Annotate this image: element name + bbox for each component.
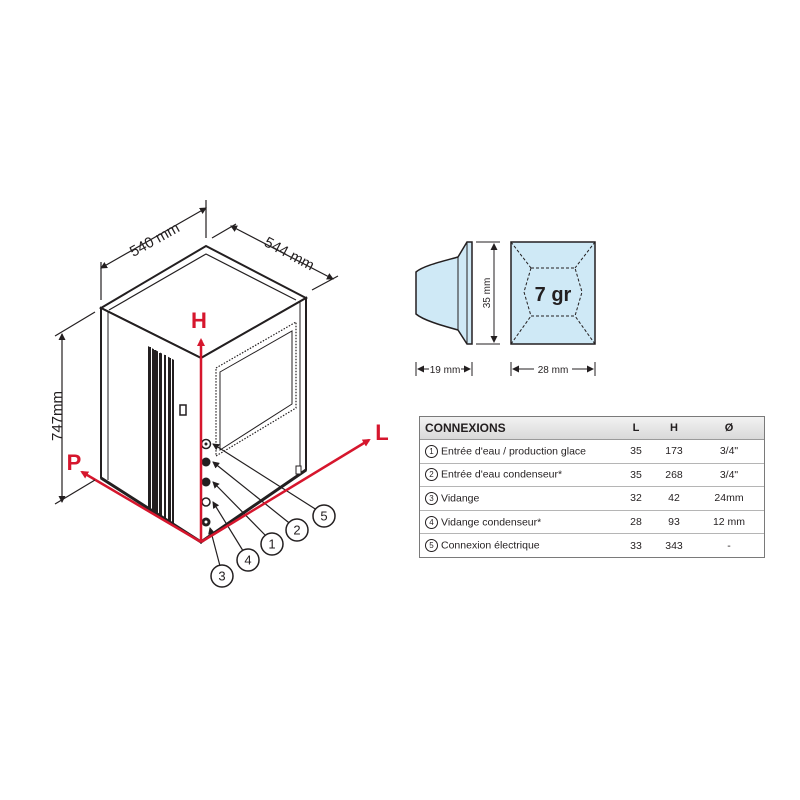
row-h: 42 [668,492,680,505]
dimension-depth [211,223,339,291]
axis-label-h: H [191,308,207,333]
axis-label-l: L [375,420,388,445]
row-l: 33 [630,539,642,552]
row-name: Vidange [441,492,480,505]
row-h: 173 [665,445,683,458]
row-diameter: 24mm [714,492,744,505]
ice-cube-drawing: 35 mm 19 mm 7 gr 28 mm [415,241,596,376]
row-marker: 2 [425,468,438,482]
callout-1: 1 [260,532,284,556]
svg-text:2: 2 [293,523,300,538]
row-marker: 5 [425,539,438,553]
machine-connectors [200,438,212,527]
row-marker: 1 [425,444,438,458]
axis-label-p: P [67,450,82,475]
ice-cube-height-label: 35 mm [482,278,493,309]
row-l: 35 [630,445,642,458]
header-connexions: CONNEXIONS [425,421,506,435]
row-name: Vidange condenseur* [441,515,542,528]
row-h: 343 [665,539,683,552]
row-l: 32 [630,492,642,505]
dimension-depth-label: 544 mm [261,234,317,274]
row-name: Entrée d'eau / production glace [441,445,587,458]
svg-text:1: 1 [268,537,275,552]
dimension-height-label: 747mm [49,391,66,441]
ice-cube-width-label: 28 mm [538,365,569,376]
ice-machine-drawing: 5 2 1 4 3 H L P [49,200,389,588]
row-marker: 3 [425,491,438,505]
row-l: 35 [630,468,642,481]
ice-cube-side-view [415,241,473,345]
dimension-width-label: 540 mm [127,219,183,260]
svg-text:3: 3 [218,569,225,584]
callout-4: 4 [236,548,260,572]
callout-5: 5 [312,504,336,528]
row-diameter: 12 mm [712,516,746,529]
callout-leaders [208,443,321,567]
callout-2: 2 [285,518,309,542]
svg-text:4: 4 [244,553,251,568]
row-diameter: 3/4" [719,445,739,458]
ice-cube-depth-label: 19 mm [430,365,461,376]
machine-vents [146,345,176,525]
ice-cube-weight: 7 gr [535,284,572,306]
row-h: 268 [665,468,683,481]
row-diameter: - [727,539,731,552]
row-name: Entrée d'eau condenseur* [441,468,563,481]
table-header: CONNEXIONS L H Ø [420,417,764,440]
dimension-height [54,311,96,505]
header-h: H [670,422,678,434]
row-h: 93 [668,516,680,529]
dimension-width [100,200,207,300]
row-diameter: 3/4" [719,468,739,481]
row-name: Connexion électrique [441,539,540,552]
header-l: L [632,422,640,434]
axes [80,338,371,544]
machine-handle [179,404,187,416]
row-l: 28 [630,516,642,529]
svg-text:5: 5 [320,509,327,524]
row-marker: 4 [425,515,438,529]
callout-3: 3 [210,564,234,588]
header-diameter: Ø [724,422,734,434]
machine-door [215,320,297,458]
